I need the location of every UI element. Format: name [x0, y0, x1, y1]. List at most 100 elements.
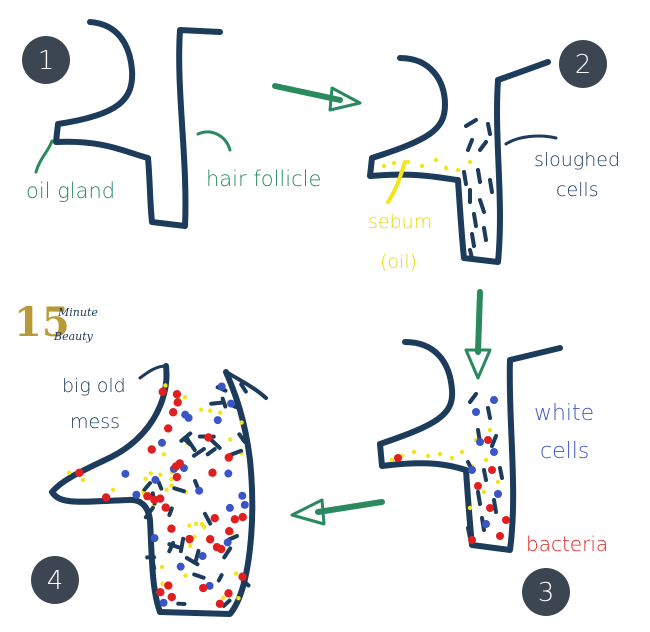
sebum-dot	[198, 407, 204, 412]
bacterium	[199, 583, 208, 593]
sebum-dot	[208, 408, 213, 413]
bacterium	[238, 512, 247, 522]
sebum-dot	[188, 543, 193, 549]
bacterium	[172, 472, 182, 482]
white-cells-label-line2: cells	[540, 439, 589, 464]
sloughed-cell	[492, 498, 498, 514]
sebum-dot	[437, 451, 443, 457]
follicle-outline-3	[377, 339, 563, 553]
sloughed-cell	[167, 540, 176, 554]
sloughed-cell	[466, 138, 474, 152]
arrow-icon	[272, 83, 362, 112]
white-cell	[224, 469, 233, 478]
sloughed-cell	[222, 546, 233, 560]
sebum-dot	[80, 477, 86, 483]
sebum-dot	[163, 383, 168, 388]
sebum-dot	[233, 571, 239, 576]
sebum-dot	[419, 163, 425, 169]
sloughed-cell	[472, 212, 478, 228]
sloughed-cell	[228, 448, 244, 457]
sebum-dot	[161, 452, 167, 457]
bacterium	[484, 436, 492, 444]
arrow-icon	[464, 289, 492, 380]
bacterium	[225, 526, 234, 536]
bacterium	[474, 482, 482, 490]
sloughed-cell	[143, 506, 155, 520]
sebum-dot	[66, 470, 72, 475]
mess-label-line2: mess	[70, 411, 120, 433]
svg-text:1: 1	[38, 46, 55, 76]
bacterium	[158, 387, 167, 397]
sebum-dot	[169, 483, 174, 488]
white-cells-4	[121, 382, 249, 607]
white-cell	[159, 598, 168, 607]
bacterium	[496, 532, 504, 540]
sloughed-cell	[478, 140, 488, 152]
oil-gland-pointer	[34, 139, 54, 174]
bacterium	[156, 588, 165, 597]
bacterium	[488, 466, 496, 474]
bacterium	[224, 453, 233, 462]
sebum-dot	[218, 410, 223, 415]
sebum-label-line2: (oil)	[380, 251, 417, 273]
white-cell	[490, 448, 498, 456]
sebum-dots-2	[381, 157, 473, 173]
logo: 15 Minute Beauty	[14, 299, 98, 346]
sloughed-cell	[490, 434, 498, 448]
sloughed-cell	[239, 382, 248, 394]
sebum-dot	[481, 489, 487, 495]
sebum-dot	[159, 564, 165, 570]
sloughed-cell	[462, 170, 468, 186]
sebum-dot	[182, 395, 188, 400]
sebum-dot	[483, 457, 489, 463]
white-cell	[198, 552, 207, 561]
svg-text:3: 3	[538, 578, 555, 608]
sloughed-cell	[209, 400, 226, 406]
bacteria-3	[394, 436, 510, 544]
sebum-dot	[443, 165, 449, 171]
sloughed-cell	[172, 486, 186, 494]
bacterium	[224, 589, 233, 598]
sebum-dot	[425, 453, 431, 459]
sebum-dot	[389, 457, 395, 463]
arrow-icon	[290, 498, 385, 526]
sloughed-cell	[488, 178, 494, 194]
sebum-dot	[169, 477, 174, 482]
bacterium	[230, 515, 240, 524]
bacteria-4	[75, 387, 247, 609]
oil-gland-label: oil gland	[26, 179, 115, 203]
white-cell	[150, 534, 159, 543]
panel-1: oil gland hair follicle	[26, 19, 321, 229]
sebum-dot	[148, 471, 154, 476]
sloughed-cell	[486, 406, 492, 420]
sebum-dot	[199, 521, 205, 527]
sebum-dot	[220, 595, 226, 601]
bacterium	[164, 581, 173, 590]
follicle-rim-4	[224, 370, 268, 400]
bacterium	[185, 534, 194, 544]
bacterium	[210, 514, 219, 523]
bacterium	[167, 524, 176, 533]
bacterium	[216, 544, 226, 554]
hair-follicle-pointer	[196, 130, 232, 152]
sloughed-cell	[216, 573, 224, 583]
bacterium	[215, 599, 225, 609]
sebum-dot	[158, 472, 163, 478]
bacterium	[173, 398, 182, 407]
sebum-dot	[495, 479, 501, 485]
sloughed-cell	[464, 118, 478, 128]
white-cell	[184, 413, 193, 422]
sloughed-cells-2	[462, 118, 494, 260]
hair-follicle-label: hair follicle	[206, 167, 321, 191]
mess-pointer	[138, 364, 168, 380]
sebum-dot	[164, 487, 169, 492]
sloughed-cells-3	[466, 392, 504, 540]
sloughed-cell	[191, 446, 206, 458]
bacterium	[101, 493, 111, 502]
follicle-outline-4	[49, 363, 256, 617]
sloughed-cell	[482, 468, 488, 482]
white-cell	[494, 490, 502, 498]
sloughed-cell	[476, 490, 482, 506]
bacterium	[163, 424, 173, 433]
white-cell	[217, 382, 226, 391]
